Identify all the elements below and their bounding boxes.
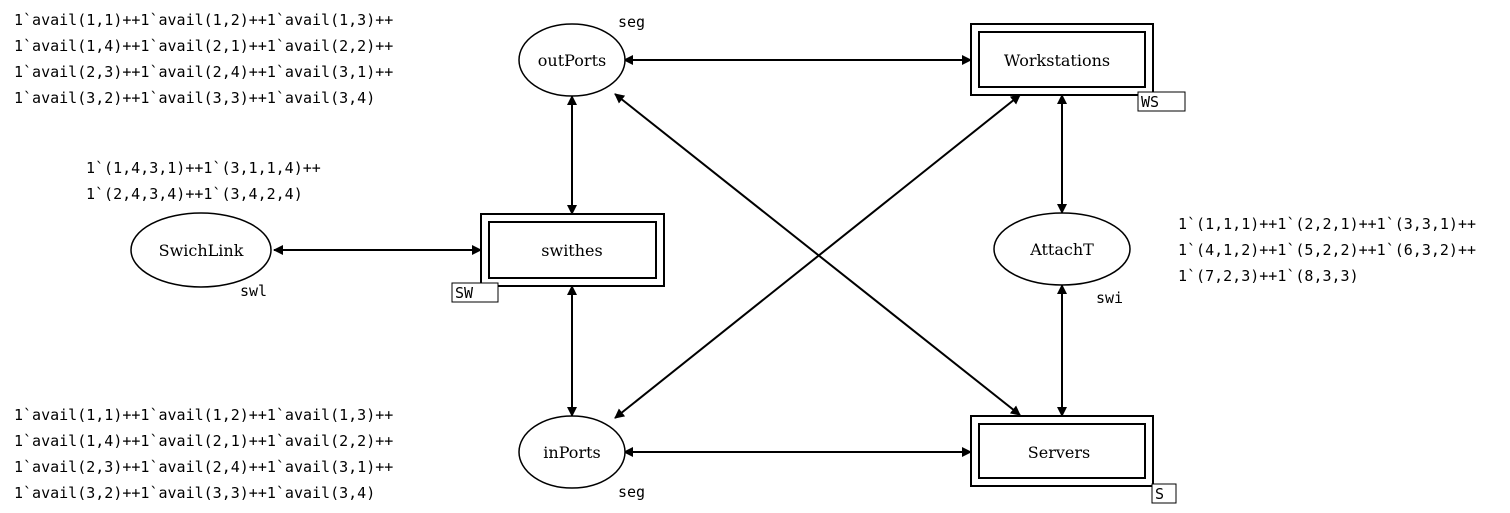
place-label: SwichLink <box>159 241 244 260</box>
subpage-tag-s: S <box>1151 483 1177 504</box>
tag-text: S <box>1155 485 1164 503</box>
marking-line: 1`(2,4,3,4)++1`(3,4,2,4) <box>86 185 303 203</box>
marking-line: 1`avail(1,4)++1`avail(2,1)++1`avail(2,2)… <box>14 37 393 55</box>
place-attacht[interactable]: AttachT <box>993 212 1131 286</box>
place-switchlink[interactable]: SwichLink <box>130 212 272 288</box>
subpage-label: Servers <box>1028 443 1090 462</box>
tag-text: SW <box>455 284 474 302</box>
arcs <box>273 55 1067 457</box>
place-label: outPorts <box>538 51 606 70</box>
place-inports[interactable]: inPorts <box>518 415 626 489</box>
subpage-label: swithes <box>541 241 602 260</box>
marking-attacht: 1`(1,1,1)++1`(2,2,1)++1`(3,3,1)++ 1`(4,1… <box>1178 215 1476 285</box>
tag-text: WS <box>1141 93 1159 111</box>
marking-line: 1`(7,2,3)++1`(8,3,3) <box>1178 267 1359 285</box>
marking-line: 1`avail(1,1)++1`avail(1,2)++1`avail(1,3)… <box>14 406 393 424</box>
place-label: AttachT <box>1029 240 1094 259</box>
subpage-tag-sw: SW <box>451 282 499 303</box>
place-outports[interactable]: outPorts <box>518 23 626 97</box>
arc-workstations-inports <box>614 94 1021 419</box>
subpage-workstations[interactable]: Workstations <box>970 23 1154 96</box>
marking-line: 1`avail(1,4)++1`avail(2,1)++1`avail(2,2)… <box>14 432 393 450</box>
place-label: inPorts <box>543 443 600 462</box>
subpage-label: Workstations <box>1004 51 1110 70</box>
marking-switchlink: 1`(1,4,3,1)++1`(3,1,1,4)++ 1`(2,4,3,4)++… <box>86 159 321 203</box>
subpage-servers[interactable]: Servers <box>970 415 1154 487</box>
marking-line: 1`avail(2,3)++1`avail(2,4)++1`avail(3,1)… <box>14 458 393 476</box>
marking-line: 1`avail(1,1)++1`avail(1,2)++1`avail(1,3)… <box>14 11 393 29</box>
marking-line: 1`(1,1,1)++1`(2,2,1)++1`(3,3,1)++ <box>1178 215 1476 233</box>
subpage-switches[interactable]: swithes <box>480 213 665 287</box>
place-type: seg <box>618 483 645 501</box>
marking-inports: 1`avail(1,1)++1`avail(1,2)++1`avail(1,3)… <box>14 406 393 502</box>
place-type: swl <box>240 282 267 300</box>
marking-outports: 1`avail(1,1)++1`avail(1,2)++1`avail(1,3)… <box>14 11 393 107</box>
marking-line: 1`avail(2,3)++1`avail(2,4)++1`avail(3,1)… <box>14 63 393 81</box>
arc-outports-servers <box>614 93 1021 416</box>
marking-line: 1`avail(3,2)++1`avail(3,3)++1`avail(3,4) <box>14 484 375 502</box>
subpage-tag-ws: WS <box>1137 91 1186 112</box>
marking-line: 1`(4,1,2)++1`(5,2,2)++1`(6,3,2)++ <box>1178 241 1476 259</box>
place-type: swi <box>1096 289 1123 307</box>
marking-line: 1`(1,4,3,1)++1`(3,1,1,4)++ <box>86 159 321 177</box>
place-type: seg <box>618 13 645 31</box>
marking-line: 1`avail(3,2)++1`avail(3,3)++1`avail(3,4) <box>14 89 375 107</box>
